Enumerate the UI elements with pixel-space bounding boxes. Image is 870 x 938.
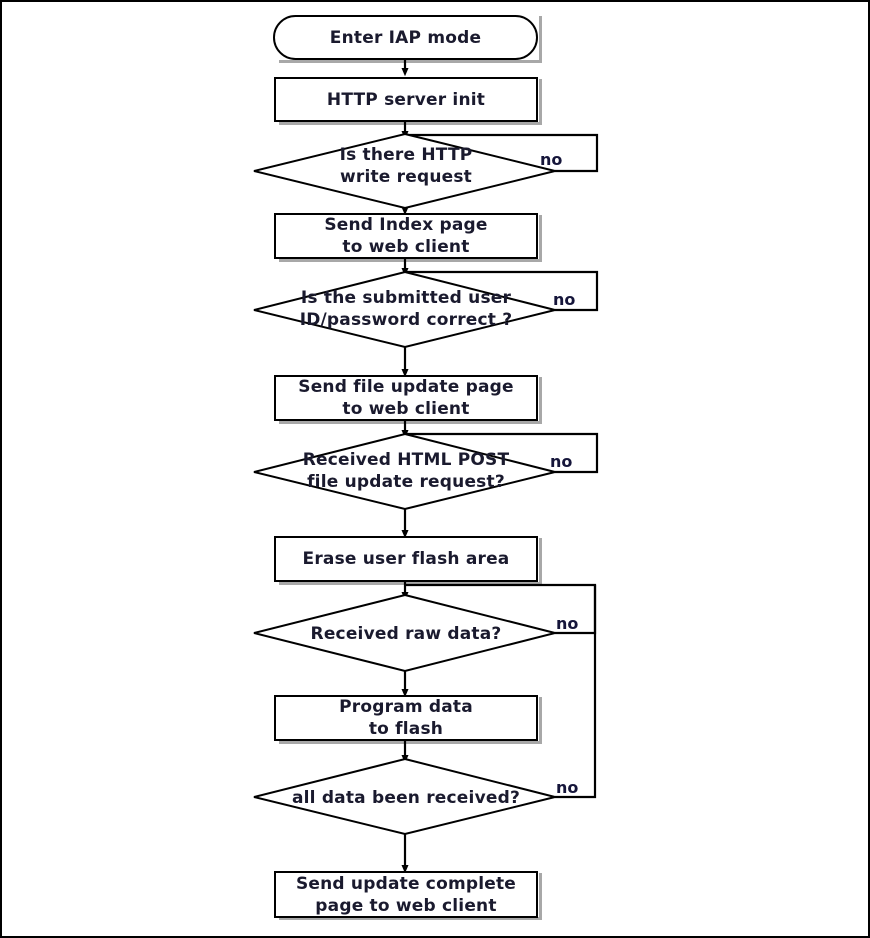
shapes <box>253 15 556 918</box>
node-decision-is-user-id-password-correct <box>253 270 556 349</box>
edge-n3-no-loop <box>405 133 599 173</box>
edge-n7-no-loop <box>405 432 599 474</box>
node-process-send-file-update-page <box>274 375 538 421</box>
edge-label-no-html-post-request: no <box>550 452 573 471</box>
node-terminator-enter-iap-mode <box>273 15 538 60</box>
connectors <box>401 59 599 874</box>
node-decision-is-there-http-write-request <box>253 132 556 210</box>
edge-n5-no-loop <box>405 270 599 312</box>
node-process-send-update-complete-page <box>274 871 538 918</box>
edge-label-no-all-data-received: no <box>556 778 579 797</box>
edge-label-no-http-write-request: no <box>540 150 563 169</box>
node-process-send-index-page <box>274 213 538 259</box>
node-decision-received-html-post-file-update-request <box>253 432 556 511</box>
node-decision-received-raw-data <box>253 593 556 673</box>
shape-shadows <box>279 16 542 920</box>
node-process-program-data-to-flash <box>274 695 538 741</box>
node-process-http-server-init <box>274 77 538 122</box>
edge-n11-no-loop <box>555 585 597 799</box>
node-process-erase-user-flash-area <box>274 536 538 582</box>
edge-label-no-user-id-password: no <box>553 290 576 309</box>
node-decision-all-data-been-received <box>253 757 556 836</box>
edge-label-no-received-raw-data: no <box>556 614 579 633</box>
